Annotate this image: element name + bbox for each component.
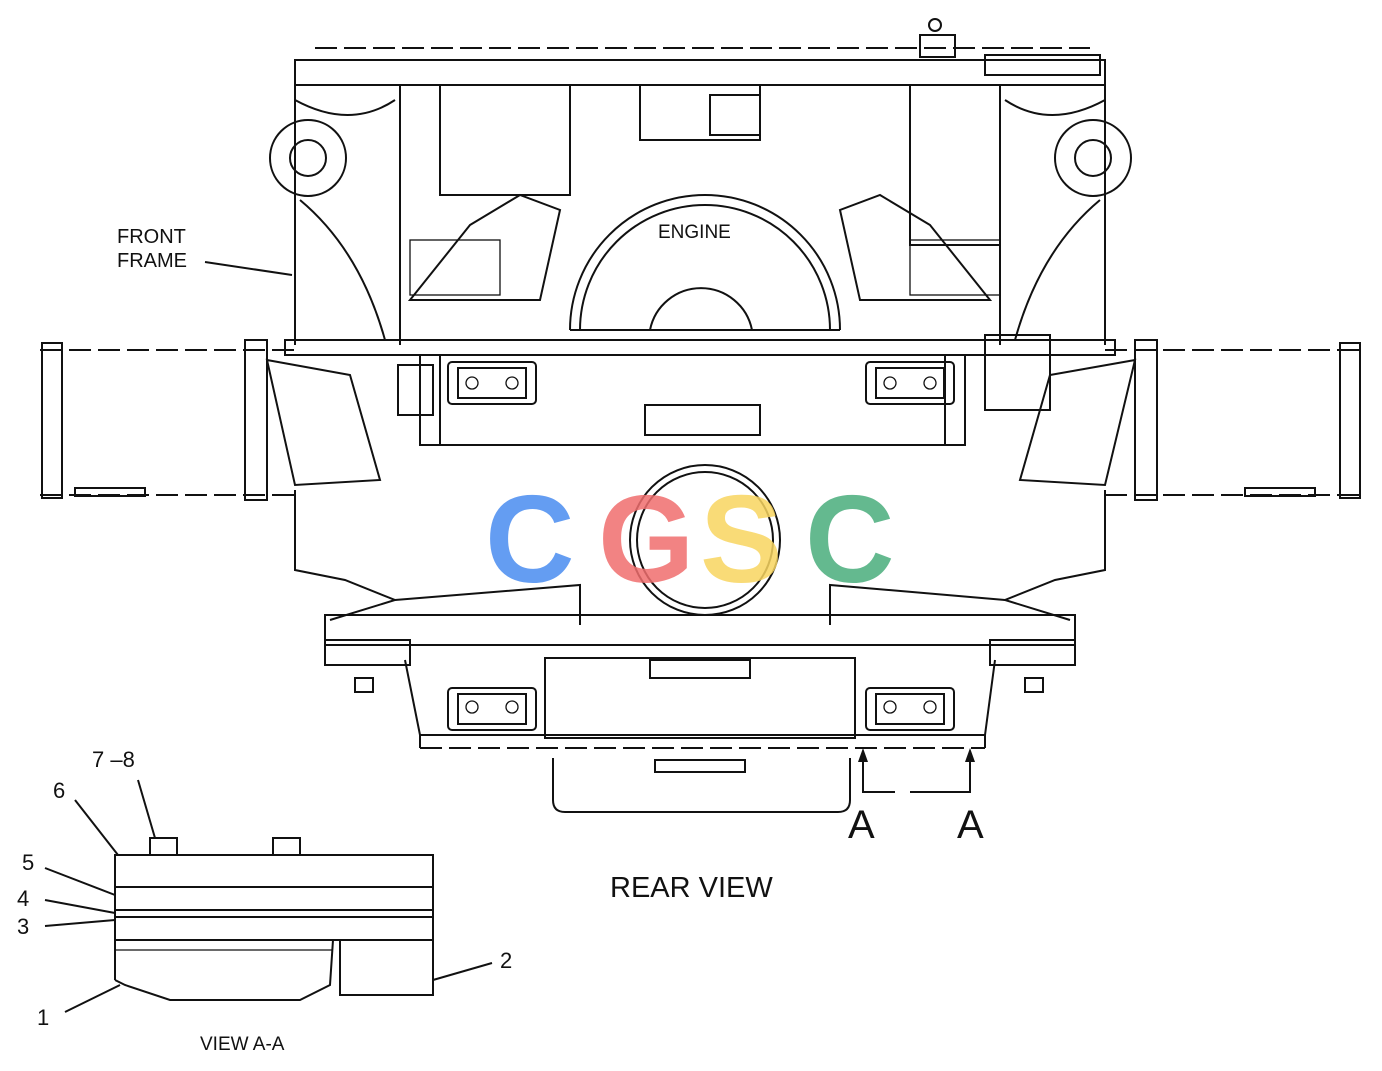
engine-label: ENGINE bbox=[658, 222, 731, 243]
view-aa-detail bbox=[114, 837, 434, 1001]
callout-5: 5 bbox=[22, 850, 34, 875]
front-frame-label-line1: FRONT bbox=[117, 226, 186, 248]
section-arrows bbox=[858, 748, 975, 793]
callout-6: 6 bbox=[53, 778, 65, 803]
front-frame-label-line2: FRAME bbox=[117, 250, 187, 272]
lower-frame bbox=[294, 464, 1106, 813]
watermark-letter-2: G bbox=[598, 471, 694, 609]
cross-member bbox=[284, 339, 1116, 446]
rear-view-title: REAR VIEW bbox=[610, 872, 773, 904]
front-frame-leader bbox=[204, 261, 293, 276]
watermark-logo: C G S C bbox=[485, 471, 895, 609]
left-tower bbox=[269, 84, 761, 345]
view-aa-leaders bbox=[44, 779, 493, 1013]
engine-housing bbox=[407, 193, 1001, 331]
callout-7-8: 7 –8 bbox=[92, 747, 135, 772]
watermark-letter-4: C bbox=[805, 471, 895, 609]
section-label-right: A bbox=[957, 803, 984, 847]
watermark-letter-1: C bbox=[485, 471, 575, 609]
section-label-left: A bbox=[848, 803, 875, 847]
top-frame bbox=[294, 18, 1106, 86]
callout-1: 1 bbox=[37, 1005, 49, 1030]
right-tower bbox=[909, 84, 1132, 345]
left-axle bbox=[40, 339, 434, 501]
watermark-letter-3: S bbox=[700, 471, 783, 609]
view-aa-title: VIEW A-A bbox=[200, 1034, 285, 1055]
callout-4: 4 bbox=[17, 886, 29, 911]
right-axle bbox=[984, 334, 1362, 501]
callout-2: 2 bbox=[500, 948, 512, 973]
callout-3: 3 bbox=[17, 914, 29, 939]
